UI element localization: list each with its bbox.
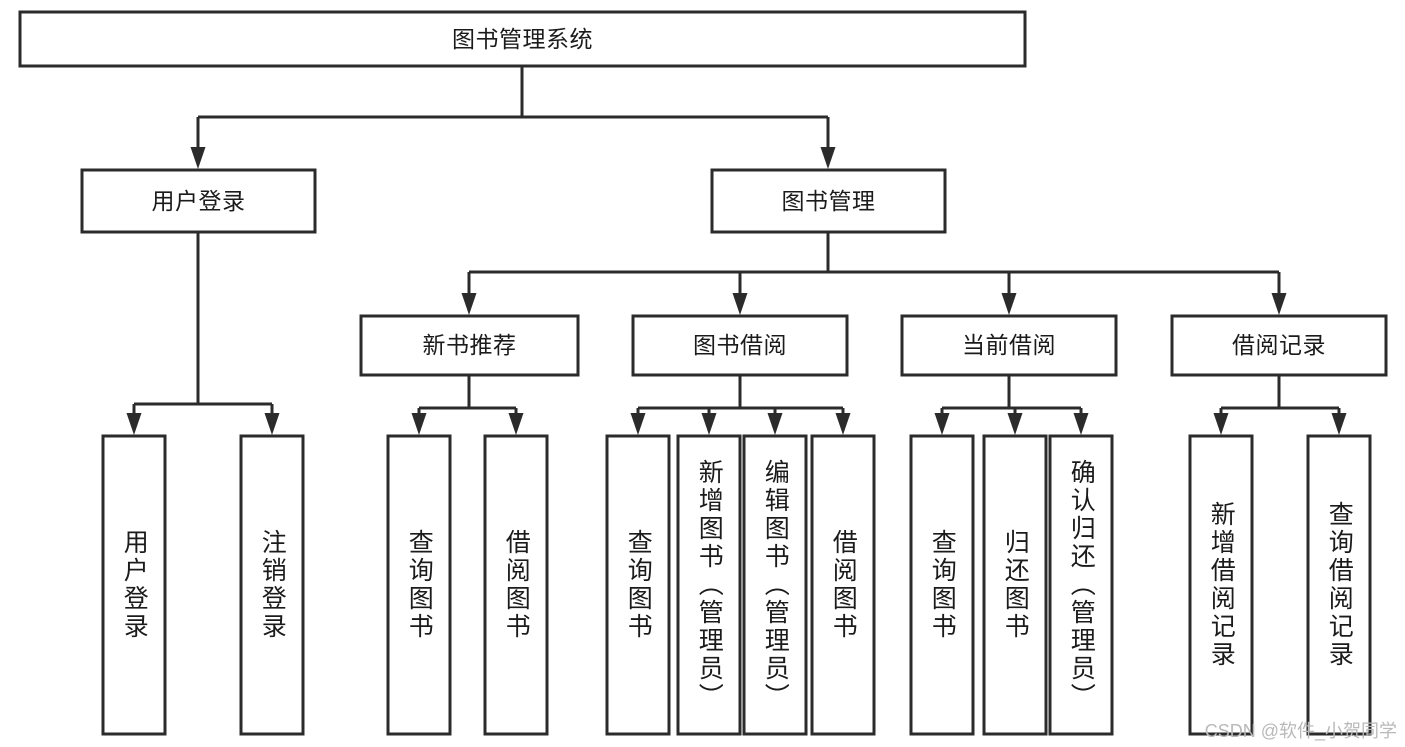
- arrow-head-bookmanage-to-level2-2: [1001, 293, 1017, 315]
- connector-lines-record-to-leaves: [1219, 375, 1341, 414]
- node-leaf-user-login[interactable]: [103, 436, 165, 734]
- node-new-book-recommend[interactable]: [361, 316, 578, 375]
- arrow-head-borrow-to-leaves-3: [835, 413, 851, 435]
- node-leaf-logout[interactable]: [241, 436, 303, 734]
- edge-group-bookmanage-to-level2: [461, 232, 1287, 315]
- connector-lines-current-to-leaves: [940, 375, 1083, 414]
- edge-group-recommend-to-leaves: [411, 375, 524, 435]
- node-leaf-query-book-borrow[interactable]: [607, 436, 669, 734]
- node-leaf-query-book-current[interactable]: [911, 436, 973, 734]
- arrow-head-bookmanage-to-level2-1: [732, 293, 748, 315]
- arrow-head-record-to-leaves-1: [1331, 413, 1347, 435]
- node-box-leaf-edit-book[interactable]: [742, 434, 808, 736]
- node-current-borrow[interactable]: [902, 316, 1116, 375]
- node-book-borrow[interactable]: [633, 316, 847, 375]
- node-box-new-book-recommend[interactable]: [359, 314, 580, 377]
- arrow-head-userlogin-to-leaves-1: [264, 413, 280, 435]
- node-book-manage[interactable]: [712, 170, 945, 232]
- arrow-head-borrow-to-leaves-2: [767, 413, 783, 435]
- node-box-current-borrow[interactable]: [900, 314, 1118, 377]
- boxes-layer: [18, 10, 1388, 736]
- arrow-head-recommend-to-leaves-0: [411, 413, 427, 435]
- node-box-leaf-logout[interactable]: [239, 434, 305, 736]
- node-leaf-add-book[interactable]: [678, 436, 740, 734]
- edge-group-userlogin-to-leaves: [126, 232, 280, 435]
- node-box-user-login[interactable]: [80, 168, 317, 234]
- node-box-leaf-query-book-recommend[interactable]: [386, 434, 452, 736]
- arrow-head-bookmanage-to-level2-0: [461, 293, 477, 315]
- arrow-head-recommend-to-leaves-1: [508, 413, 524, 435]
- node-leaf-add-record[interactable]: [1190, 436, 1252, 734]
- arrow-head-record-to-leaves-0: [1213, 413, 1229, 435]
- arrow-head-bookmanage-to-level2-3: [1271, 293, 1287, 315]
- connector-lines-bookmanage-to-level2: [467, 232, 1281, 294]
- node-box-root[interactable]: [18, 10, 1027, 68]
- node-root[interactable]: [20, 12, 1025, 66]
- node-box-leaf-add-book[interactable]: [676, 434, 742, 736]
- edge-group-borrow-to-leaves: [630, 375, 851, 435]
- node-leaf-query-book-recommend[interactable]: [388, 436, 450, 734]
- node-box-borrow-record[interactable]: [1170, 314, 1388, 377]
- arrow-head-root-to-level1-0: [190, 147, 206, 169]
- arrow-head-borrow-to-leaves-1: [701, 413, 717, 435]
- node-box-leaf-confirm-return[interactable]: [1048, 434, 1114, 736]
- node-box-leaf-return-book[interactable]: [982, 434, 1048, 736]
- connector-lines-root-to-level1: [196, 66, 830, 148]
- connector-lines-borrow-to-leaves: [636, 375, 845, 414]
- node-leaf-borrow-book[interactable]: [812, 436, 874, 734]
- edge-group-root-to-level1: [190, 66, 836, 169]
- node-user-login[interactable]: [82, 170, 315, 232]
- node-leaf-return-book[interactable]: [984, 436, 1046, 734]
- node-box-leaf-query-record[interactable]: [1306, 434, 1372, 736]
- node-leaf-edit-book[interactable]: [744, 436, 806, 734]
- node-box-book-borrow[interactable]: [631, 314, 849, 377]
- connector-lines-userlogin-to-leaves: [132, 232, 274, 414]
- arrow-head-current-to-leaves-0: [934, 413, 950, 435]
- arrow-head-borrow-to-leaves-0: [630, 413, 646, 435]
- arrow-head-root-to-level1-1: [820, 147, 836, 169]
- edge-group-current-to-leaves: [934, 375, 1089, 435]
- node-leaf-query-record[interactable]: [1308, 436, 1370, 734]
- node-box-leaf-borrow-book[interactable]: [810, 434, 876, 736]
- node-box-leaf-query-book-current[interactable]: [909, 434, 975, 736]
- node-leaf-confirm-return[interactable]: [1050, 436, 1112, 734]
- node-box-leaf-add-record[interactable]: [1188, 434, 1254, 736]
- node-box-book-manage[interactable]: [710, 168, 947, 234]
- connector-lines-recommend-to-leaves: [417, 375, 518, 414]
- edges-layer: [126, 66, 1347, 435]
- arrow-head-current-to-leaves-1: [1007, 413, 1023, 435]
- edge-group-record-to-leaves: [1213, 375, 1347, 435]
- arrow-head-current-to-leaves-2: [1073, 413, 1089, 435]
- node-box-leaf-query-book-borrow[interactable]: [605, 434, 671, 736]
- node-borrow-record[interactable]: [1172, 316, 1386, 375]
- node-leaf-borrow-book-recommend[interactable]: [485, 436, 547, 734]
- node-box-leaf-borrow-book-recommend[interactable]: [483, 434, 549, 736]
- node-box-leaf-user-login[interactable]: [101, 434, 167, 736]
- watermark-text: CSDN @软件_小贺同学: [1204, 721, 1397, 741]
- arrow-head-userlogin-to-leaves-0: [126, 413, 142, 435]
